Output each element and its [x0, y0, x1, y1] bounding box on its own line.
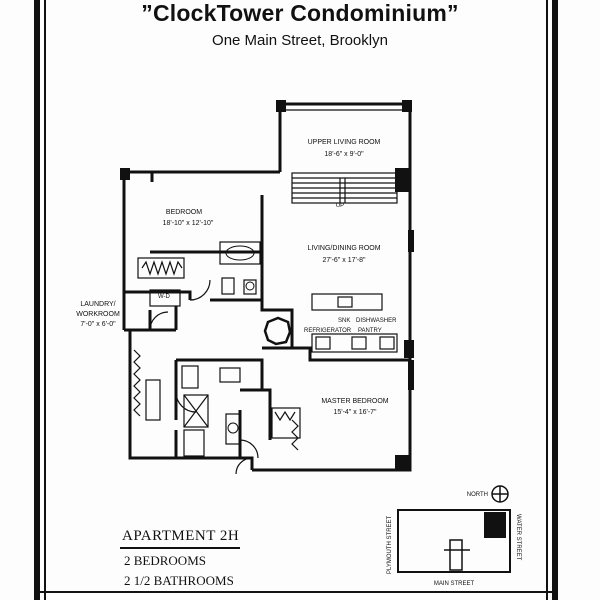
page-border-left-inner — [44, 0, 46, 600]
page-border-bottom — [34, 591, 558, 593]
master-bathroom — [181, 365, 241, 457]
page-title: ”ClockTower Condominium” — [141, 0, 459, 26]
apartment-name-underline — [120, 547, 240, 549]
bedroom-closet — [137, 257, 185, 279]
page-border-right-inner — [546, 0, 548, 600]
laundry-name-line1: LAUNDRY/ — [80, 301, 115, 308]
site-map: NORTH PLYMOUTH STREET WATER STREET MAIN … — [387, 485, 521, 587]
master-closet — [271, 407, 301, 451]
site-block — [397, 509, 511, 573]
stairs-up-label: UP — [336, 203, 344, 209]
north-label: NORTH — [467, 492, 488, 498]
plymouth-street-label: PLYMOUTH STREET — [387, 515, 393, 574]
apartment-outer-walls — [120, 168, 414, 472]
apartment-bathrooms: 2 1/2 BATHROOMS — [124, 573, 234, 588]
refrigerator-label: REFRIGERATOR — [304, 328, 352, 334]
kitchen-island — [311, 293, 398, 353]
upper-living-room-size: 18'-6" x 9'-0" — [324, 151, 364, 158]
page-border-left — [34, 0, 40, 600]
apartment-bedrooms: 2 BEDROOMS — [124, 553, 206, 568]
washer-dryer-label: W-D — [158, 294, 171, 300]
main-street-label: MAIN STREET — [434, 581, 475, 587]
living-dining-room-size: 27'-6" x 17'-8" — [322, 257, 366, 264]
door-swings — [149, 279, 259, 475]
master-bedroom-name: MASTER BEDROOM — [321, 398, 388, 405]
living-dining-room-name: LIVING/DINING ROOM — [307, 245, 380, 252]
site-building-highlight — [484, 512, 506, 538]
dishwasher-label: DISHWASHER — [356, 318, 397, 324]
upper-living-room-name: UPPER LIVING ROOM — [308, 139, 381, 146]
sink-label: SNK — [338, 318, 350, 324]
stairs — [291, 172, 398, 204]
water-street-label: WATER STREET — [515, 514, 521, 561]
apartment-name: APARTMENT 2H — [122, 528, 240, 544]
laundry-size: 7'-0" x 6'-0" — [80, 321, 116, 328]
page-border-right — [552, 0, 558, 600]
structural-column — [263, 316, 292, 346]
bedroom-size: 18'-10" x 12'-10" — [163, 220, 214, 227]
laundry-name-line2: WORKROOM — [76, 311, 120, 318]
page-subtitle: One Main Street, Brooklyn — [212, 32, 388, 49]
master-bedroom-size: 15'-4" x 16'-7" — [333, 409, 377, 416]
hall-closet — [133, 349, 161, 421]
pantry-label: PANTRY — [358, 328, 382, 334]
washer-dryer — [149, 289, 181, 307]
bedroom-name: BEDROOM — [166, 209, 202, 216]
bathroom-upper — [219, 241, 261, 295]
upper-living-room-walls — [276, 100, 412, 172]
